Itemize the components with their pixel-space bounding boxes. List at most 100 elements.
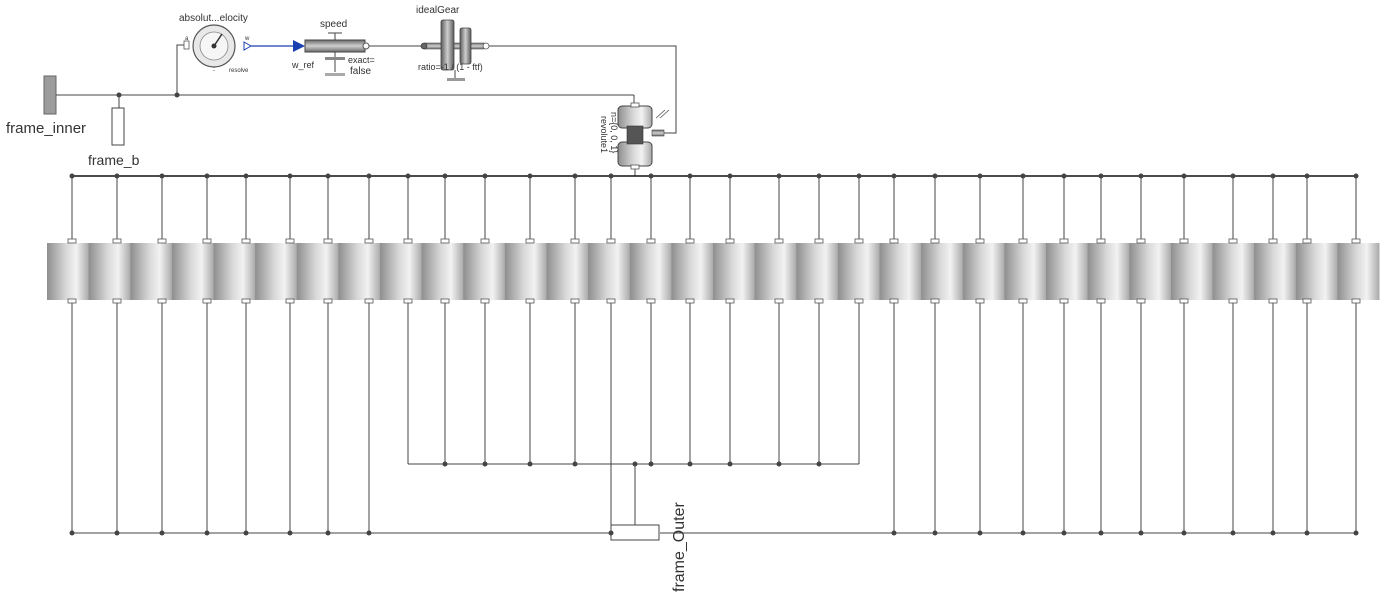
cylinder-frame-b-pin[interactable] bbox=[975, 298, 985, 304]
body-cylinder-icon[interactable] bbox=[1254, 243, 1297, 300]
cylinder-frame-a-pin[interactable] bbox=[889, 238, 899, 244]
speed-source[interactable] bbox=[304, 32, 370, 76]
cylinder-frame-a-pin[interactable] bbox=[1228, 238, 1238, 244]
cylinder-frame-a-pin[interactable] bbox=[854, 238, 864, 244]
body-cylinder-icon[interactable] bbox=[255, 243, 298, 300]
cylinder-frame-a-pin[interactable] bbox=[112, 238, 122, 244]
body-cylinder-icon[interactable] bbox=[88, 243, 131, 300]
cylinder-frame-a-pin[interactable] bbox=[814, 238, 824, 244]
cylinder-frame-b-pin[interactable] bbox=[1228, 298, 1238, 304]
cylinder-frame-a-pin[interactable] bbox=[67, 238, 77, 244]
cylinder-frame-a-pin[interactable] bbox=[157, 238, 167, 244]
cylinder-frame-b-pin[interactable] bbox=[854, 298, 864, 304]
cylinder-frame-b-pin[interactable] bbox=[440, 298, 450, 304]
cylinder-frame-a-pin[interactable] bbox=[202, 238, 212, 244]
body-cylinder-icon[interactable] bbox=[1129, 243, 1172, 300]
body-cylinder-icon[interactable] bbox=[1295, 243, 1338, 300]
body-cylinder-icon[interactable] bbox=[796, 243, 839, 300]
cylinder-frame-b-pin[interactable] bbox=[889, 298, 899, 304]
body-cylinder-icon[interactable] bbox=[546, 243, 589, 300]
cylinder-frame-a-pin[interactable] bbox=[364, 238, 374, 244]
cylinder-frame-b-pin[interactable] bbox=[67, 298, 77, 304]
body-cylinder-icon[interactable] bbox=[171, 243, 214, 300]
cylinder-frame-b-pin[interactable] bbox=[1268, 298, 1278, 304]
cylinder-frame-b-pin[interactable] bbox=[1179, 298, 1189, 304]
cylinder-frame-a-pin[interactable] bbox=[525, 238, 535, 244]
cylinder-frame-a-pin[interactable] bbox=[241, 238, 251, 244]
cylinder-frame-a-pin[interactable] bbox=[606, 238, 616, 244]
cylinder-frame-b-pin[interactable] bbox=[1136, 298, 1146, 304]
cylinder-frame-b-pin[interactable] bbox=[323, 298, 333, 304]
cylinder-frame-a-pin[interactable] bbox=[440, 238, 450, 244]
cylinder-frame-b-pin[interactable] bbox=[1302, 298, 1312, 304]
sensor-output-port[interactable] bbox=[243, 41, 253, 51]
cylinder-frame-a-pin[interactable] bbox=[685, 238, 695, 244]
cylinder-frame-a-pin[interactable] bbox=[403, 238, 413, 244]
cylinder-frame-a-pin[interactable] bbox=[480, 238, 490, 244]
body-cylinder-icon[interactable] bbox=[629, 243, 672, 300]
body-cylinder-icon[interactable] bbox=[1337, 243, 1380, 300]
body-cylinder-icon[interactable] bbox=[130, 243, 173, 300]
revolute-joint[interactable] bbox=[617, 102, 670, 170]
body-cylinder-icon[interactable] bbox=[1004, 243, 1047, 300]
body-cylinder-icon[interactable] bbox=[47, 243, 90, 300]
cylinder-frame-b-pin[interactable] bbox=[112, 298, 122, 304]
cylinder-frame-a-pin[interactable] bbox=[570, 238, 580, 244]
body-cylinder-icon[interactable] bbox=[588, 243, 631, 300]
cylinder-frame-b-pin[interactable] bbox=[930, 298, 940, 304]
cylinder-frame-b-pin[interactable] bbox=[157, 298, 167, 304]
cylinder-frame-b-pin[interactable] bbox=[646, 298, 656, 304]
frame-b-connector[interactable] bbox=[111, 107, 125, 146]
cylinder-frame-b-pin[interactable] bbox=[403, 298, 413, 304]
cylinder-frame-b-pin[interactable] bbox=[1096, 298, 1106, 304]
cylinder-frame-a-pin[interactable] bbox=[975, 238, 985, 244]
cylinder-frame-a-pin[interactable] bbox=[1179, 238, 1189, 244]
cylinder-frame-b-pin[interactable] bbox=[1059, 298, 1069, 304]
cylinder-frame-a-pin[interactable] bbox=[1351, 238, 1361, 244]
abs-velocity-sensor[interactable] bbox=[183, 24, 236, 73]
cylinder-frame-b-pin[interactable] bbox=[364, 298, 374, 304]
cylinder-frame-a-pin[interactable] bbox=[1136, 238, 1146, 244]
cylinder-frame-b-pin[interactable] bbox=[525, 298, 535, 304]
cylinder-frame-a-pin[interactable] bbox=[930, 238, 940, 244]
cylinder-frame-b-pin[interactable] bbox=[1018, 298, 1028, 304]
cylinder-frame-a-pin[interactable] bbox=[1268, 238, 1278, 244]
cylinder-frame-a-pin[interactable] bbox=[646, 238, 656, 244]
cylinder-frame-a-pin[interactable] bbox=[1096, 238, 1106, 244]
body-cylinder-icon[interactable] bbox=[879, 243, 922, 300]
body-cylinder-icon[interactable] bbox=[837, 243, 880, 300]
cylinder-frame-b-pin[interactable] bbox=[606, 298, 616, 304]
cylinder-frame-a-pin[interactable] bbox=[1302, 238, 1312, 244]
body-cylinder-icon[interactable] bbox=[1212, 243, 1255, 300]
frame-outer-connector[interactable] bbox=[610, 524, 660, 541]
body-cylinder-icon[interactable] bbox=[463, 243, 506, 300]
cylinder-frame-a-pin[interactable] bbox=[725, 238, 735, 244]
cylinder-frame-a-pin[interactable] bbox=[1018, 238, 1028, 244]
cylinder-frame-b-pin[interactable] bbox=[480, 298, 490, 304]
body-cylinder-icon[interactable] bbox=[713, 243, 756, 300]
body-cylinder-icon[interactable] bbox=[1087, 243, 1130, 300]
body-cylinder-icon[interactable] bbox=[754, 243, 797, 300]
body-cylinder-icon[interactable] bbox=[213, 243, 256, 300]
cylinder-frame-a-pin[interactable] bbox=[1059, 238, 1069, 244]
cylinder-frame-b-pin[interactable] bbox=[202, 298, 212, 304]
body-cylinder-icon[interactable] bbox=[338, 243, 381, 300]
body-cylinder-icon[interactable] bbox=[671, 243, 714, 300]
cylinder-frame-b-pin[interactable] bbox=[241, 298, 251, 304]
body-cylinder-icon[interactable] bbox=[504, 243, 547, 300]
cylinder-frame-b-pin[interactable] bbox=[285, 298, 295, 304]
cylinder-frame-b-pin[interactable] bbox=[685, 298, 695, 304]
speed-input-port[interactable] bbox=[293, 40, 305, 52]
cylinder-frame-b-pin[interactable] bbox=[1351, 298, 1361, 304]
body-cylinder-icon[interactable] bbox=[1170, 243, 1213, 300]
cylinder-frame-b-pin[interactable] bbox=[774, 298, 784, 304]
cylinder-frame-b-pin[interactable] bbox=[570, 298, 580, 304]
body-cylinder-icon[interactable] bbox=[296, 243, 339, 300]
frame-inner-fixed[interactable] bbox=[43, 75, 57, 115]
body-cylinder-icon[interactable] bbox=[962, 243, 1005, 300]
cylinder-frame-b-pin[interactable] bbox=[814, 298, 824, 304]
body-cylinder-icon[interactable] bbox=[1046, 243, 1089, 300]
body-cylinder-icon[interactable] bbox=[421, 243, 464, 300]
body-cylinder-icon[interactable] bbox=[380, 243, 423, 300]
cylinder-frame-b-pin[interactable] bbox=[725, 298, 735, 304]
